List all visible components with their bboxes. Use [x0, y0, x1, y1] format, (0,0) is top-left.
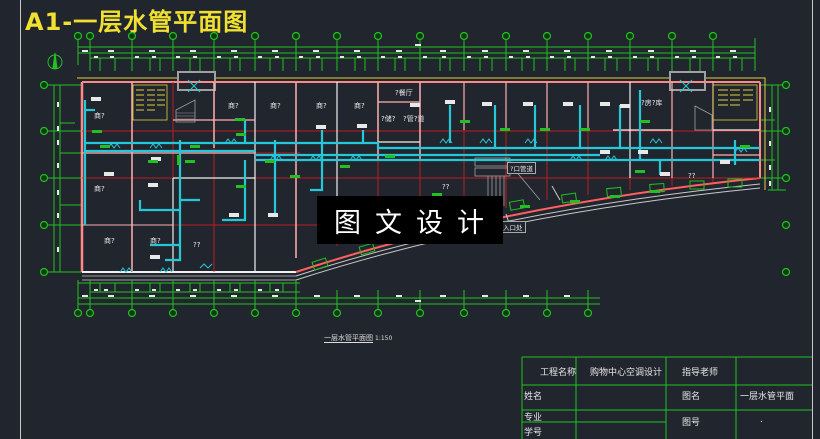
room-label: ?餐厅: [395, 89, 413, 97]
room-label: ?储?: [381, 115, 396, 123]
project-value: 购物中心空调设计: [590, 368, 663, 378]
bottom-dimension-lines: [77, 280, 600, 312]
pipe-annotations: [92, 118, 750, 208]
caption-text: 一层水管平面图: [324, 334, 373, 343]
water-pipes: [83, 90, 760, 262]
room-label: ?房?库: [641, 99, 663, 107]
drawing-no-label: 图号: [682, 418, 701, 428]
project-label: 工程名称: [540, 368, 577, 378]
right-dimension-ticks: [769, 107, 771, 186]
room-label: 商?: [150, 237, 161, 245]
bottom-axis-bubbles: [73, 308, 593, 318]
caption-scale: 1:150: [375, 335, 393, 342]
left-dimension-ticks: [57, 102, 59, 252]
drawing-name-label: 图名: [682, 392, 701, 402]
drawing-title: A1-一层水管平面图: [25, 8, 249, 36]
name-label: 姓名: [524, 392, 543, 402]
room-label: 商?: [270, 102, 281, 110]
room-label: ??: [688, 172, 696, 180]
top-dimension-lines: [77, 38, 756, 71]
room-label: 商?: [94, 112, 105, 120]
left-axis-bubbles: [39, 80, 49, 277]
drawing-no-value: .: [760, 415, 763, 425]
drawing-frame-right: [812, 0, 813, 439]
room-label: ??: [193, 241, 201, 249]
major-label: 专业: [524, 413, 543, 423]
bottom-dimension-ticks: [82, 289, 570, 302]
room-label: 商?: [354, 102, 365, 110]
stairwell-right: [694, 84, 758, 131]
title-block-grid: [521, 356, 812, 439]
left-dimension-lines: [44, 84, 82, 273]
room-label: 商?: [94, 185, 105, 193]
room-label: 商?: [228, 102, 239, 110]
drawing-name-value: 一层水管平面: [740, 392, 795, 402]
student-id-label: 学号: [524, 428, 543, 438]
room-label: ?管?道: [403, 115, 425, 123]
watermark: 图文设计: [317, 196, 503, 244]
valve-symbols: [107, 79, 748, 273]
advisor-label: 指导老师: [682, 368, 719, 378]
room-label: ??: [442, 183, 450, 191]
pipe-shaft-tag: ?口管道: [507, 162, 536, 174]
drawing-frame-left: [20, 0, 21, 439]
interior-walls: [82, 82, 760, 272]
north-arrow-icon: [47, 52, 63, 70]
title-block: 工程名称 购物中心空调设计 指导老师 姓名 图名 一层水管平面 专业 学号 图号…: [522, 357, 812, 439]
fan-coil-units: [91, 97, 730, 259]
top-dimension-text-ticks: [82, 44, 737, 58]
room-label: 商?: [104, 237, 115, 245]
room-label: 商?: [316, 102, 327, 110]
stairwell-left: [132, 84, 196, 123]
right-axis-bubbles: [781, 80, 791, 277]
top-axis-bubbles: [73, 31, 718, 41]
right-dimension-lines: [760, 84, 786, 191]
